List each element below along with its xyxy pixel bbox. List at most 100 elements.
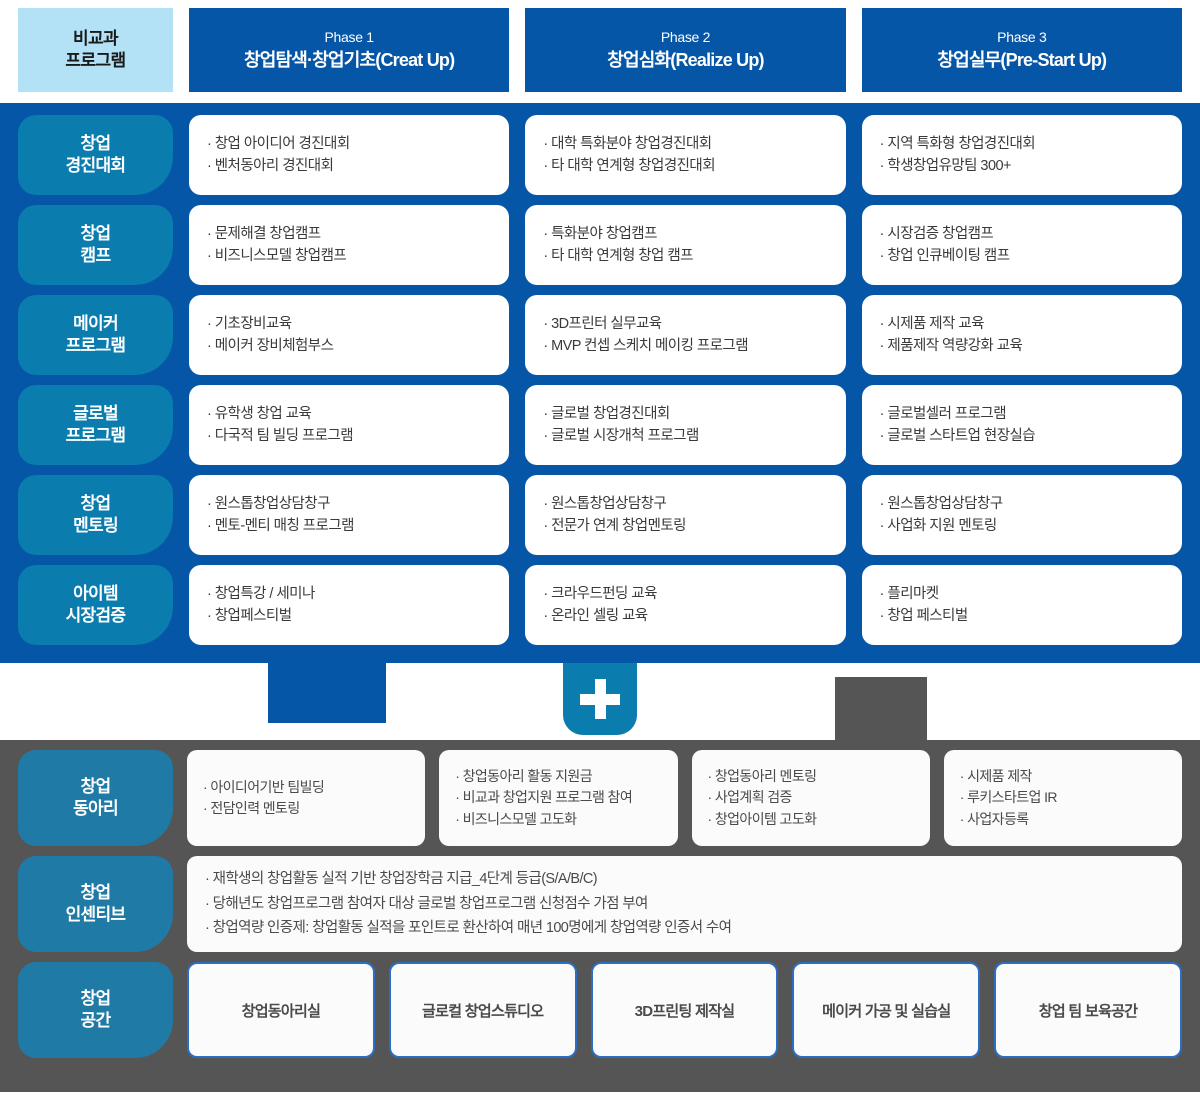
row-label-line1: 메이커 — [73, 314, 119, 334]
row-label-line1: 창업 — [80, 883, 112, 903]
list-item: 제품제작 역량강화 교육 — [880, 335, 1168, 357]
cell-global-phase1: 유학생 창업 교육 다국적 팀 빌딩 프로그램 — [189, 385, 510, 465]
row-label-camp: 창업 캠프 — [18, 205, 173, 285]
space-cell-glocal-studio: 글로컬 창업스튜디오 — [388, 962, 577, 1058]
list-item: 원스톱창업상담창구 — [543, 493, 831, 515]
program-row-camp: 창업 캠프 문제해결 창업캠프 비즈니스모델 창업캠프 특화분야 창업캠프 타 … — [18, 205, 1182, 285]
list-item: 문제해결 창업캠프 — [207, 223, 495, 245]
cell-market-phase1: 창업특강 / 세미나 창업페스티벌 — [189, 565, 510, 645]
list-item: 글로벌 창업경진대회 — [543, 403, 831, 425]
row-label-incentive: 창업 인센티브 — [18, 856, 173, 952]
cell-clubs-stage2: 창업동아리 활동 지원금 비교과 창업지원 프로그램 참여 비즈니스모델 고도화 — [439, 750, 678, 846]
cell-camp-phase1: 문제해결 창업캠프 비즈니스모델 창업캠프 — [189, 205, 510, 285]
header-label-line2: 프로그램 — [65, 51, 126, 70]
program-row-global: 글로벌 프로그램 유학생 창업 교육 다국적 팀 빌딩 프로그램 글로벌 창업경… — [18, 385, 1182, 465]
row-label-line2: 동아리 — [73, 799, 119, 818]
row-label-mentoring: 창업 멘토링 — [18, 475, 173, 555]
list-item: 전문가 연계 창업멘토링 — [543, 515, 831, 537]
row-label-line2: 캠프 — [80, 246, 112, 265]
list-item: 원스톱창업상담창구 — [880, 493, 1168, 515]
list-item: 기초장비교육 — [207, 313, 495, 335]
list-item: 학생창업유망팀 300+ — [880, 155, 1168, 177]
row-label-maker: 메이커 프로그램 — [18, 295, 173, 375]
program-row-maker: 메이커 프로그램 기초장비교육 메이커 장비체험부스 3D프린터 실무교육 MV… — [18, 295, 1182, 375]
connector-blue-tab — [268, 663, 386, 723]
header-label-line1: 비교과 — [72, 28, 119, 48]
phase-1-number: Phase 1 — [324, 29, 375, 45]
program-row-mentoring: 창업 멘토링 원스톱창업상담창구 멘토-멘티 매칭 프로그램 원스톱창업상담창구… — [18, 475, 1182, 555]
list-item: 타 대학 연계형 창업 캠프 — [543, 245, 831, 267]
list-item: 글로벌 시장개척 프로그램 — [543, 425, 831, 447]
row-label-line1: 창업 — [80, 777, 112, 797]
list-item: 재학생의 창업활동 실적 기반 창업장학금 지급_4단계 등급(S/A/B/C) — [205, 867, 1166, 892]
cell-global-phase3: 글로벌셀러 프로그램 글로벌 스타트업 현장실습 — [861, 385, 1182, 465]
cell-contest-phase1: 창업 아이디어 경진대회 벤처동아리 경진대회 — [189, 115, 510, 195]
list-item: 루키스타트업 IR — [960, 787, 1172, 808]
space-cell-maker-workshop: 메이커 가공 및 실습실 — [792, 962, 981, 1058]
cell-incentive-details: 재학생의 창업활동 실적 기반 창업장학금 지급_4단계 등급(S/A/B/C)… — [187, 856, 1182, 952]
cell-mentoring-phase2: 원스톱창업상담창구 전문가 연계 창업멘토링 — [525, 475, 846, 555]
cell-mentoring-phase3: 원스톱창업상담창구 사업화 지원 멘토링 — [861, 475, 1182, 555]
cell-camp-phase2: 특화분야 창업캠프 타 대학 연계형 창업 캠프 — [525, 205, 846, 285]
cell-camp-phase3: 시장검증 창업캠프 창업 인큐베이팅 캠프 — [861, 205, 1182, 285]
phase-3-name: 창업실무(Pre-Start Up) — [937, 49, 1107, 70]
list-item: 창업아이템 고도화 — [708, 809, 920, 830]
row-label-line1: 창업 — [80, 989, 112, 1009]
space-cell-club-room: 창업동아리실 — [187, 962, 375, 1058]
space-cell-3d-printing-lab: 3D프린팅 제작실 — [590, 962, 779, 1058]
header-phase-3: Phase 3 창업실무(Pre-Start Up) — [861, 8, 1182, 92]
list-item: 창업페스티벌 — [207, 605, 495, 627]
row-label-line2: 공간 — [80, 1011, 112, 1030]
list-item: 메이커 장비체험부스 — [207, 335, 495, 357]
cell-maker-phase2: 3D프린터 실무교육 MVP 컨셉 스케치 메이킹 프로그램 — [525, 295, 846, 375]
row-label-line1: 창업 — [80, 224, 112, 244]
list-item: 사업계획 검증 — [708, 787, 920, 808]
row-label-space: 창업 공간 — [18, 962, 173, 1058]
cell-global-phase2: 글로벌 창업경진대회 글로벌 시장개척 프로그램 — [525, 385, 846, 465]
support-row-space: 창업 공간 창업동아리실 글로컬 창업스튜디오 3D프린팅 제작실 메이커 가공… — [18, 962, 1182, 1058]
list-item: 창업역량 인증제: 창업활동 실적을 포인트로 환산하여 매년 100명에게 창… — [205, 916, 1166, 941]
list-item: 당해년도 창업프로그램 참여자 대상 글로벌 창업프로그램 신청점수 가점 부여 — [205, 892, 1166, 917]
cell-maker-phase1: 기초장비교육 메이커 장비체험부스 — [189, 295, 510, 375]
header-label-chip: 비교과 프로그램 — [18, 8, 173, 92]
list-item: 글로벌셀러 프로그램 — [880, 403, 1168, 425]
row-label-line1: 창업 — [80, 494, 112, 514]
list-item: 사업화 지원 멘토링 — [880, 515, 1168, 537]
phase-program-panel: 창업 경진대회 창업 아이디어 경진대회 벤처동아리 경진대회 대학 특화분야 … — [0, 103, 1200, 663]
row-label-line1: 창업 — [80, 134, 112, 154]
list-item: 온라인 셀링 교육 — [543, 605, 831, 627]
support-panel: 창업 동아리 아이디어기반 팀빌딩 전담인력 멘토링 창업동아리 활동 지원금 … — [0, 740, 1200, 1092]
header-row: 비교과 프로그램 Phase 1 창업탐색·창업기초(Creat Up) Pha… — [0, 8, 1200, 92]
list-item: 대학 특화분야 창업경진대회 — [543, 133, 831, 155]
list-item: 창업동아리 활동 지원금 — [455, 766, 667, 787]
cell-maker-phase3: 시제품 제작 교육 제품제작 역량강화 교육 — [861, 295, 1182, 375]
list-item: 시장검증 창업캠프 — [880, 223, 1168, 245]
cell-clubs-stage3: 창업동아리 멘토링 사업계획 검증 창업아이템 고도화 — [691, 750, 930, 846]
list-item: 아이디어기반 팀빌딩 — [203, 777, 415, 798]
phase-1-name: 창업탐색·창업기초(Creat Up) — [244, 49, 455, 70]
list-item: 창업동아리 멘토링 — [708, 766, 920, 787]
list-item: 원스톱창업상담창구 — [207, 493, 495, 515]
phase-2-name: 창업심화(Realize Up) — [607, 49, 764, 70]
cell-contest-phase2: 대학 특화분야 창업경진대회 타 대학 연계형 창업경진대회 — [525, 115, 846, 195]
connector-gray-tab — [835, 677, 927, 740]
list-item: 비교과 창업지원 프로그램 참여 — [455, 787, 667, 808]
list-item: 창업특강 / 세미나 — [207, 583, 495, 605]
row-label-line1: 글로벌 — [73, 404, 119, 424]
cell-market-phase3: 플리마켓 창업 페스티벌 — [861, 565, 1182, 645]
row-label-line2: 경진대회 — [65, 156, 126, 175]
plus-icon — [563, 663, 637, 735]
plus-icon-vertical-bar — [594, 679, 606, 719]
list-item: 플리마켓 — [880, 583, 1168, 605]
cell-clubs-stage4: 시제품 제작 루키스타트업 IR 사업자등록 — [943, 750, 1182, 846]
list-item: 시제품 제작 — [960, 766, 1172, 787]
row-label-market-validation: 아이템 시장검증 — [18, 565, 173, 645]
phase-3-number: Phase 3 — [997, 29, 1047, 45]
support-row-clubs: 창업 동아리 아이디어기반 팀빌딩 전담인력 멘토링 창업동아리 활동 지원금 … — [18, 750, 1182, 846]
list-item: 벤처동아리 경진대회 — [207, 155, 495, 177]
program-row-contest: 창업 경진대회 창업 아이디어 경진대회 벤처동아리 경진대회 대학 특화분야 … — [18, 115, 1182, 195]
cell-contest-phase3: 지역 특화형 창업경진대회 학생창업유망팀 300+ — [861, 115, 1182, 195]
list-item: 글로벌 스타트업 현장실습 — [880, 425, 1168, 447]
cell-mentoring-phase1: 원스톱창업상담창구 멘토-멘티 매칭 프로그램 — [189, 475, 510, 555]
